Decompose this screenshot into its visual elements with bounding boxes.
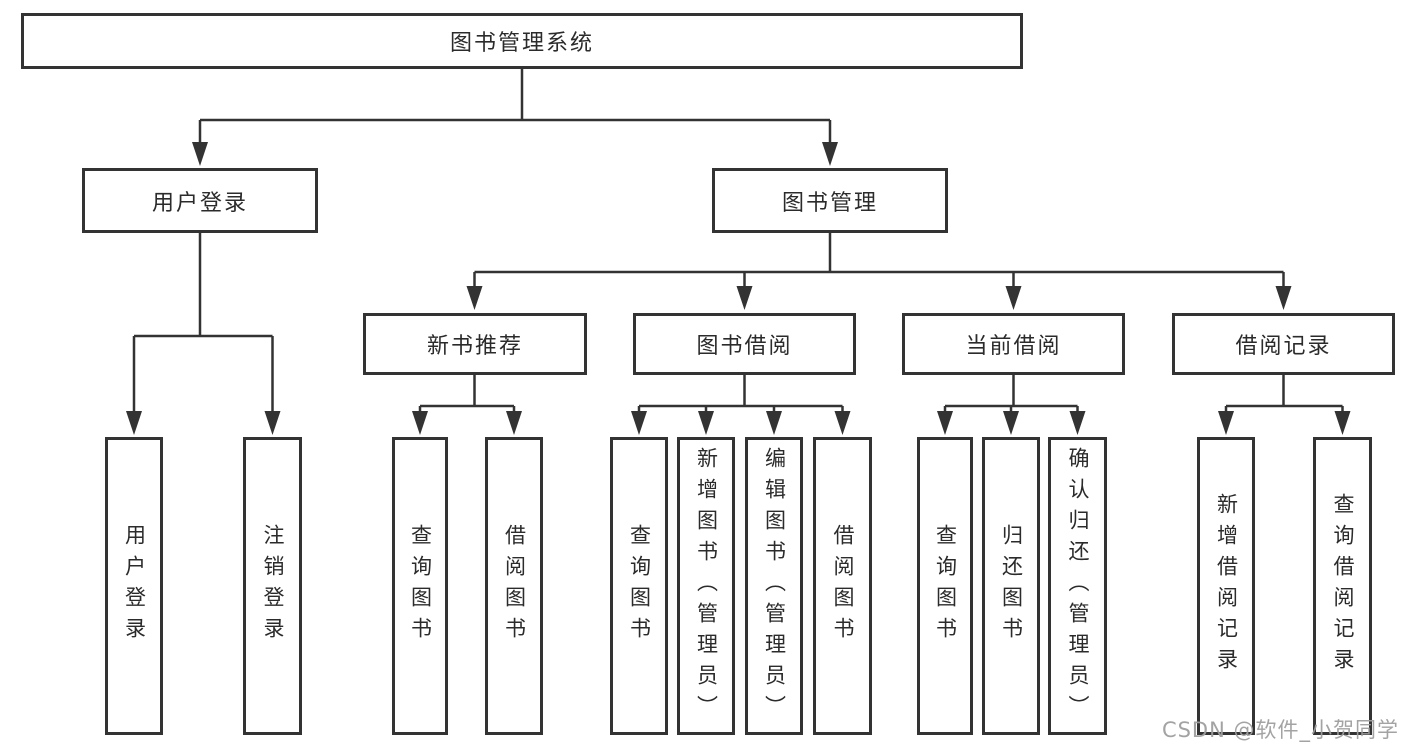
node-leaf-borrow-book-recommend: 借阅图书 xyxy=(485,437,543,735)
node-book-borrowing: 图书借阅 xyxy=(633,313,856,375)
node-user-login: 用户登录 xyxy=(82,168,318,233)
node-leaf-user-login: 用户登录 xyxy=(105,437,163,735)
node-leaf-query-book-current: 查询图书 xyxy=(917,437,973,735)
node-new-book-recommend: 新书推荐 xyxy=(363,313,587,375)
node-leaf-query-book-borrowing: 查询图书 xyxy=(610,437,668,735)
node-root-system: 图书管理系统 xyxy=(21,13,1023,69)
node-book-management: 图书管理 xyxy=(712,168,948,233)
node-leaf-logout: 注销登录 xyxy=(243,437,302,735)
node-leaf-confirm-return-admin: 确认归还（管理员） xyxy=(1048,437,1107,735)
node-leaf-query-book-recommend: 查询图书 xyxy=(392,437,448,735)
csdn-watermark: CSDN @软件_小贺同学 xyxy=(1161,718,1399,742)
node-leaf-add-borrow-record: 新增借阅记录 xyxy=(1197,437,1255,735)
node-leaf-return-book: 归还图书 xyxy=(982,437,1040,735)
node-leaf-borrow-book-borrowing: 借阅图书 xyxy=(813,437,872,735)
node-borrowing-records: 借阅记录 xyxy=(1172,313,1395,375)
node-leaf-add-book-admin: 新增图书（管理员） xyxy=(677,437,735,735)
node-leaf-query-borrow-record: 查询借阅记录 xyxy=(1313,437,1372,735)
node-leaf-edit-book-admin: 编辑图书（管理员） xyxy=(745,437,803,735)
node-current-borrowing: 当前借阅 xyxy=(902,313,1125,375)
